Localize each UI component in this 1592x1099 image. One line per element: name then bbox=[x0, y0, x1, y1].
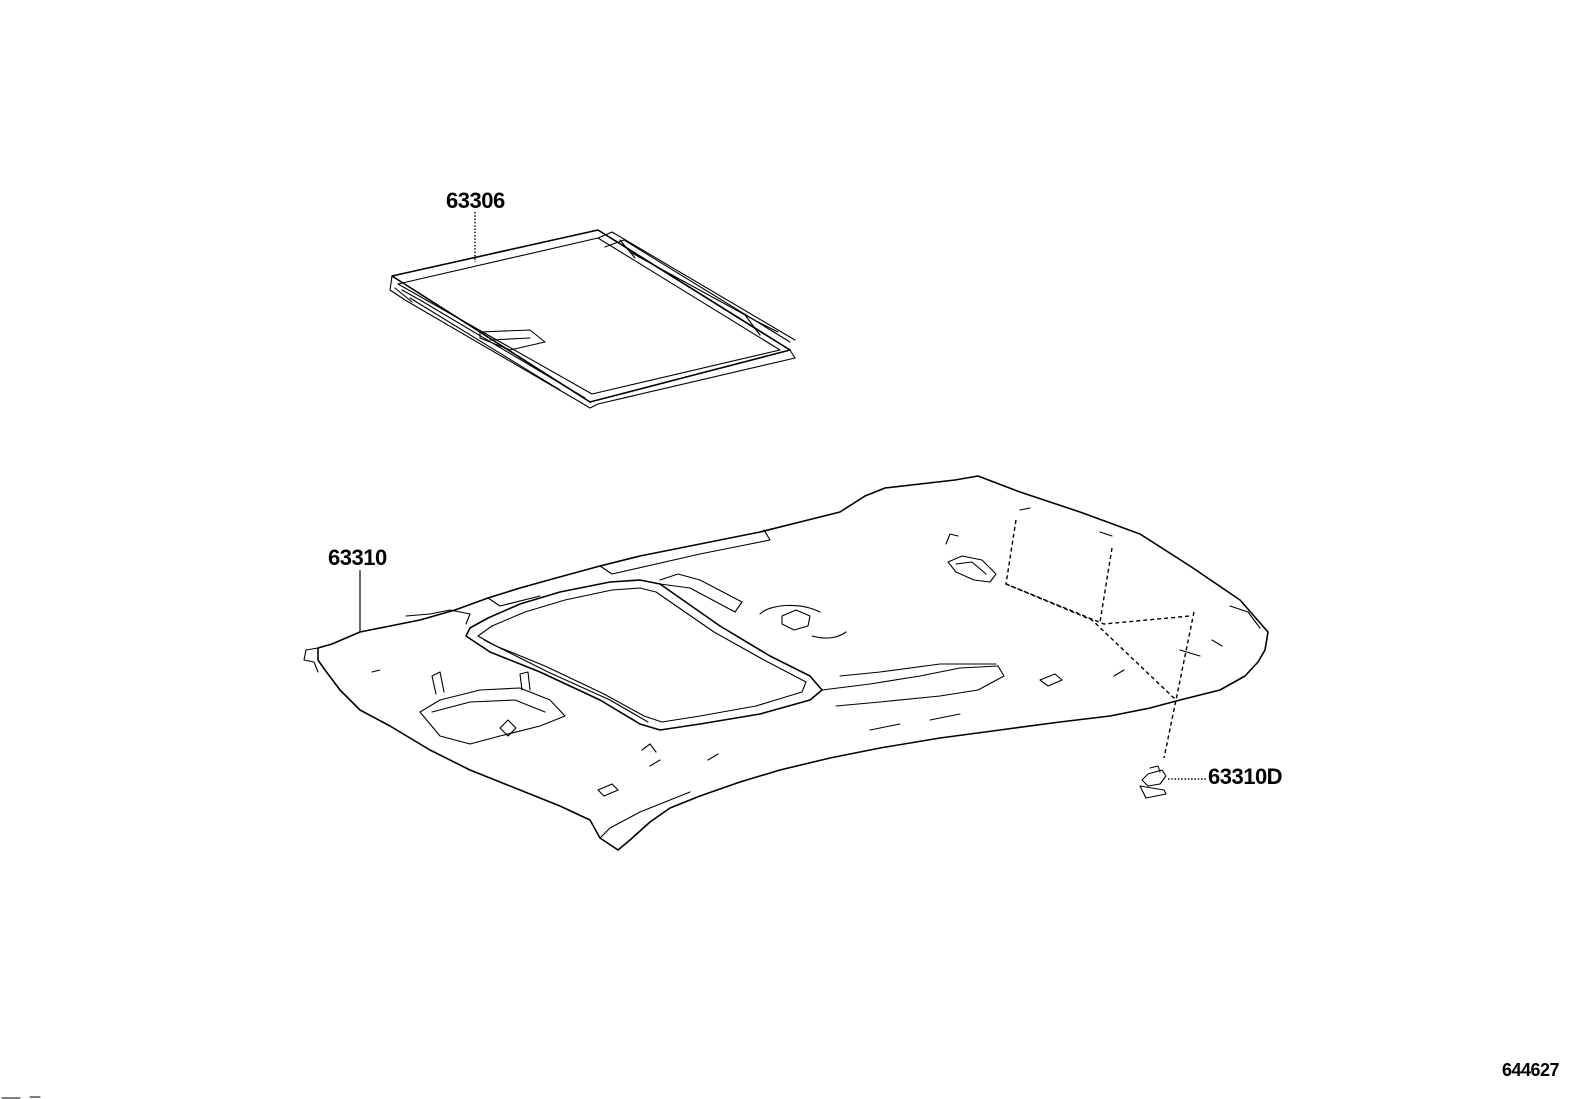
edge-mark bbox=[1, 1096, 41, 1099]
headliner-panel bbox=[303, 475, 1269, 851]
sunshade-panel bbox=[389, 229, 796, 409]
clip-part bbox=[1139, 765, 1167, 799]
part-number-clip: 63310D bbox=[1208, 764, 1283, 789]
clip-location-lines bbox=[1005, 519, 1195, 759]
part-number-headliner: 63310 bbox=[328, 545, 387, 570]
part-number-sunshade: 63306 bbox=[446, 188, 505, 213]
diagram-reference-number: 644627 bbox=[1502, 1060, 1560, 1080]
